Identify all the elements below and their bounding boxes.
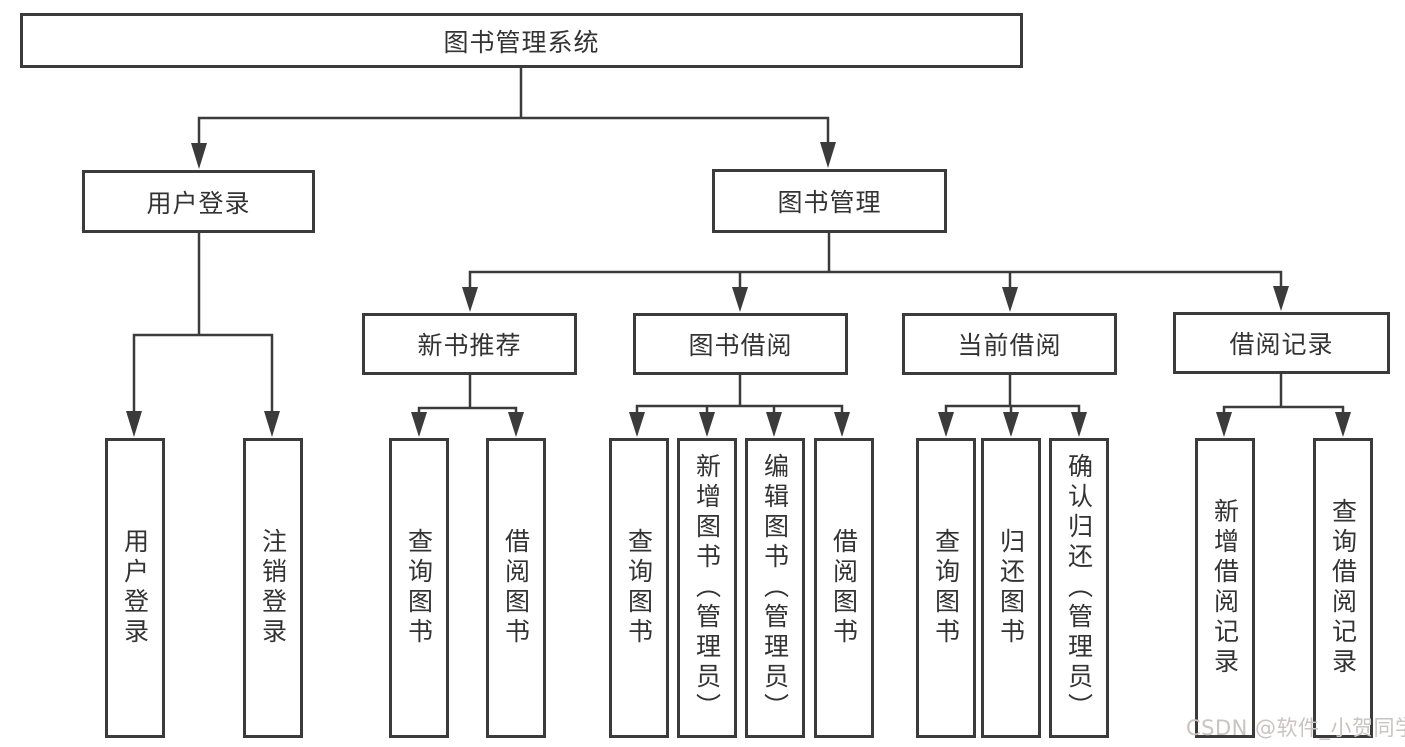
leaf-records-add-record: 新增借阅记录: [1195, 438, 1255, 738]
connector-line: [197, 68, 830, 145]
arrowhead: [699, 412, 715, 437]
connector-line: [417, 375, 518, 414]
arrowhead: [1273, 286, 1289, 311]
leaf-label: 查询借阅记录: [1328, 498, 1358, 678]
leaf-label: 编辑图书（管理员）: [760, 453, 790, 723]
arrowhead: [411, 412, 427, 437]
arrowhead: [1002, 287, 1018, 312]
leaf-label: 借阅图书: [501, 528, 531, 648]
leaf-records-query-record: 查询借阅记录: [1313, 438, 1373, 738]
arrowhead: [1003, 412, 1019, 437]
arrowhead: [938, 412, 954, 437]
node-root: 图书管理系统: [20, 13, 1023, 68]
arrowhead: [766, 412, 782, 437]
leaf-current-confirm-return-admin: 确认归还（管理员）: [1049, 438, 1109, 738]
leaf-label: 归还图书: [996, 528, 1026, 648]
connector-line: [468, 233, 1283, 289]
arrowhead: [462, 287, 478, 312]
leaf-label: 查询图书: [624, 528, 654, 648]
leaf-label: 新增借阅记录: [1210, 498, 1240, 678]
arrowhead: [834, 412, 850, 437]
connector-book-borrow: [629, 374, 850, 437]
arrowhead: [1335, 412, 1351, 437]
leaf-label: 新增图书（管理员）: [692, 453, 722, 723]
arrowhead: [732, 287, 748, 312]
connector-new-book-recommend: [411, 375, 524, 437]
arrowhead: [1071, 412, 1087, 437]
connector-line: [944, 374, 1081, 414]
leaf-current-return-books: 归还图书: [981, 438, 1041, 738]
arrowhead: [820, 142, 836, 168]
leaf-recommend-query-books: 查询图书: [389, 438, 449, 738]
leaf-label: 借阅图书: [829, 528, 859, 648]
leaf-borrow-borrow-books: 借阅图书: [814, 438, 874, 738]
node-book-management: 图书管理: [712, 169, 947, 233]
leaf-label: 确认归还（管理员）: [1064, 453, 1094, 723]
connector-line: [1222, 374, 1345, 414]
leaf-label: 用户登录: [120, 528, 150, 648]
leaf-label: 查询图书: [931, 528, 961, 648]
arrowhead: [1216, 412, 1232, 437]
leaf-current-query-books: 查询图书: [916, 438, 976, 738]
connector-user-login: [126, 233, 280, 437]
leaf-logout: 注销登录: [243, 438, 303, 738]
connector-book-management: [462, 233, 1289, 312]
node-book-borrow: 图书借阅: [633, 313, 848, 375]
connector-line: [635, 374, 844, 414]
node-new-book-recommend: 新书推荐: [362, 313, 577, 375]
node-user-login: 用户登录: [82, 170, 315, 233]
arrowhead: [508, 412, 524, 437]
arrowhead: [191, 143, 207, 169]
connector-line: [132, 233, 274, 413]
arrowhead: [264, 411, 280, 437]
arrowhead: [629, 412, 645, 437]
watermark: CSDN @软件_小贺同学: [1186, 716, 1405, 740]
leaf-borrow-edit-books-admin: 编辑图书（管理员）: [745, 438, 805, 738]
leaf-label: 查询图书: [404, 528, 434, 648]
node-borrow-records: 借阅记录: [1173, 312, 1390, 374]
leaf-label: 注销登录: [258, 528, 288, 648]
leaf-user-login: 用户登录: [105, 438, 165, 738]
connector-borrow-records: [1216, 374, 1351, 437]
leaf-borrow-add-books-admin: 新增图书（管理员）: [677, 438, 737, 738]
arrowhead: [126, 411, 142, 437]
leaf-borrow-query-books: 查询图书: [609, 438, 669, 738]
leaf-recommend-borrow-books: 借阅图书: [486, 438, 546, 738]
connector-root: [191, 68, 836, 169]
node-current-borrow: 当前借阅: [902, 313, 1117, 375]
connector-current-borrow: [938, 374, 1087, 437]
